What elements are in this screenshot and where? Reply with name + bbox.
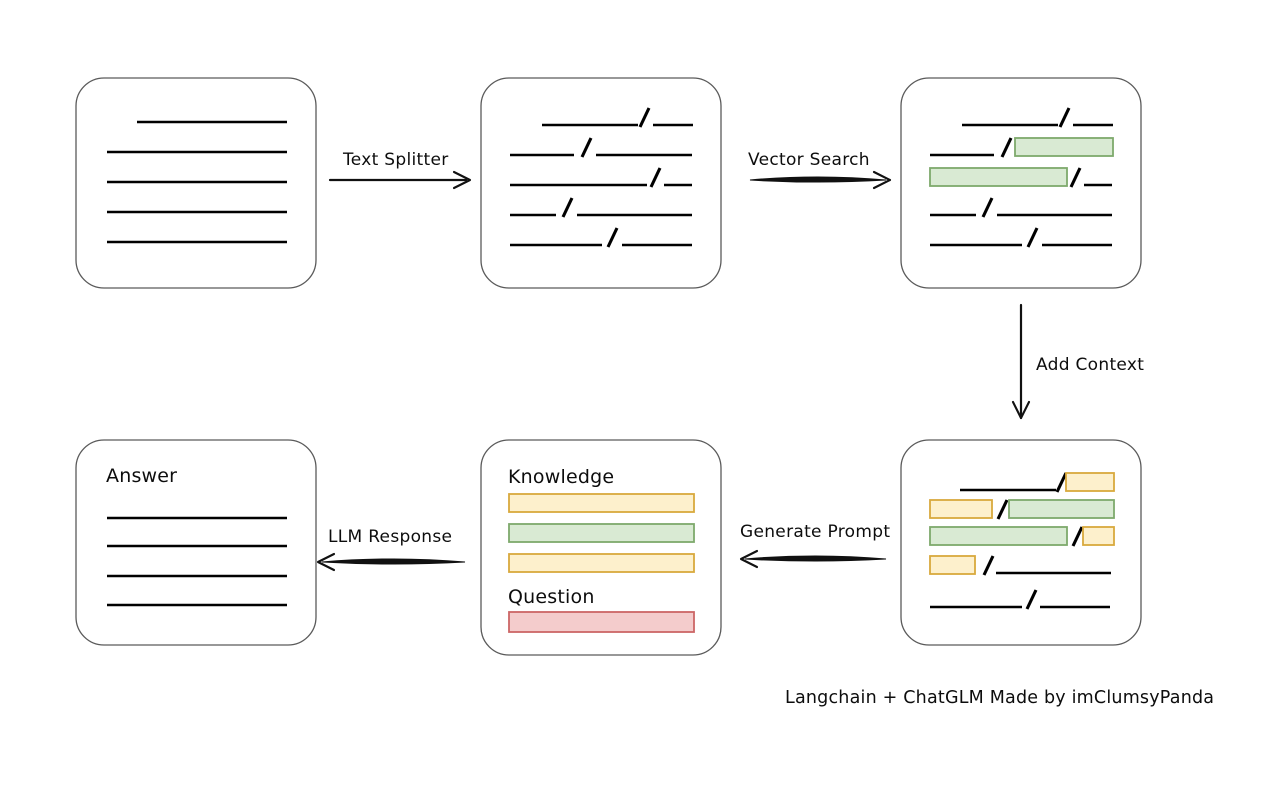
highlight-chip — [929, 499, 993, 519]
arrow-head — [452, 170, 472, 190]
highlight-chip — [508, 611, 695, 633]
edge-add-context: Add Context — [1011, 303, 1144, 420]
separator-slash — [1025, 589, 1038, 610]
node-frame-split-document — [480, 77, 722, 289]
edge-line — [749, 176, 887, 183]
highlight-chip — [1014, 137, 1114, 157]
highlight-chip — [929, 167, 1068, 187]
edge-vector-search: Vector Search — [748, 150, 892, 190]
highlight-chip — [508, 553, 695, 573]
edge-label-text-splitter: Text Splitter — [342, 150, 449, 170]
separator-slash — [1071, 526, 1084, 547]
highlight-chip — [508, 493, 695, 513]
node-retrieved-document[interactable] — [900, 77, 1142, 289]
edge-line — [744, 555, 887, 562]
node-answer-box[interactable]: Answer — [75, 439, 317, 646]
label-knowledge: Knowledge — [508, 466, 614, 488]
separator-slash — [981, 197, 994, 218]
arrow-head — [739, 549, 759, 569]
separator-slash — [1058, 107, 1071, 128]
highlight-chip — [929, 526, 1068, 546]
highlight-chip — [1008, 499, 1115, 519]
highlight-chip — [1065, 472, 1115, 492]
label-question: Question — [508, 586, 595, 608]
edge-text-splitter: Text Splitter — [328, 150, 472, 190]
edge-line — [321, 558, 466, 565]
separator-slash — [580, 137, 593, 158]
separator-slash — [649, 167, 662, 188]
separator-slash — [1026, 227, 1039, 248]
node-source-document[interactable] — [75, 77, 317, 289]
arrow-head — [1011, 400, 1031, 420]
highlight-chip — [1082, 526, 1115, 546]
separator-slash — [561, 197, 574, 218]
label-answer: Answer — [106, 465, 177, 487]
edge-label-generate-prompt: Generate Prompt — [740, 522, 890, 542]
separator-slash — [996, 499, 1009, 520]
arrow-head — [316, 552, 336, 572]
separator-slash — [638, 107, 651, 128]
arrow-head — [872, 170, 892, 190]
separator-slash — [1055, 472, 1068, 493]
separator-slash — [1069, 167, 1082, 188]
edge-label-vector-search: Vector Search — [748, 150, 870, 170]
edge-llm-response: LLM Response — [316, 527, 466, 572]
highlight-chip — [508, 523, 695, 543]
node-context-document[interactable] — [900, 439, 1142, 646]
separator-slash — [982, 555, 995, 576]
footer-credit: Langchain + ChatGLM Made by imClumsyPand… — [785, 688, 1214, 708]
highlight-chip — [929, 555, 976, 575]
separator-slash — [606, 227, 619, 248]
node-frame-answer-box — [75, 439, 317, 646]
edge-label-llm-response: LLM Response — [328, 527, 452, 547]
edge-generate-prompt: Generate Prompt — [739, 522, 890, 569]
node-split-document[interactable] — [480, 77, 722, 289]
edge-label-add-context: Add Context — [1036, 355, 1144, 375]
separator-slash — [1000, 137, 1013, 158]
